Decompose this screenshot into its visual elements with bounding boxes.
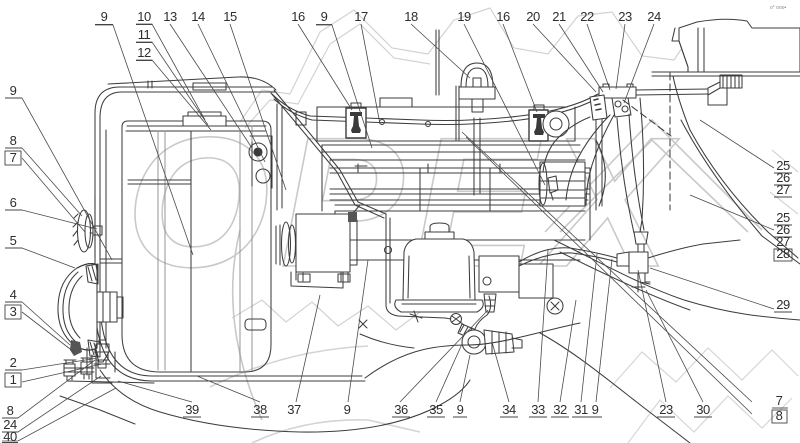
- svg-text:24: 24: [3, 417, 17, 432]
- svg-text:38: 38: [253, 402, 267, 417]
- svg-text:24: 24: [647, 9, 661, 24]
- svg-text:3: 3: [10, 304, 17, 319]
- svg-text:31: 31: [574, 402, 588, 417]
- svg-text:16: 16: [496, 9, 510, 24]
- svg-text:13: 13: [163, 9, 177, 24]
- svg-text:36: 36: [394, 402, 408, 417]
- svg-text:9: 9: [101, 9, 108, 24]
- svg-text:1: 1: [10, 372, 17, 387]
- svg-text:19: 19: [457, 9, 471, 24]
- svg-text:6: 6: [10, 195, 17, 210]
- svg-text:34: 34: [502, 402, 516, 417]
- svg-text:16: 16: [291, 9, 305, 24]
- svg-text:22: 22: [580, 9, 594, 24]
- svg-text:10: 10: [137, 9, 151, 24]
- svg-text:20: 20: [526, 9, 540, 24]
- svg-text:9: 9: [10, 83, 17, 98]
- svg-text:4: 4: [10, 287, 17, 302]
- svg-text:18: 18: [404, 9, 418, 24]
- svg-text:23: 23: [659, 402, 673, 417]
- svg-text:28: 28: [776, 246, 790, 261]
- svg-text:9: 9: [592, 402, 599, 417]
- svg-text:25: 25: [776, 210, 790, 225]
- svg-text:7: 7: [776, 393, 783, 408]
- svg-text:40: 40: [3, 429, 17, 443]
- svg-text:21: 21: [552, 9, 566, 24]
- svg-text:8: 8: [10, 133, 17, 148]
- svg-text:7: 7: [10, 150, 17, 165]
- svg-text:39: 39: [185, 402, 199, 417]
- svg-text:9: 9: [321, 9, 328, 24]
- svg-text:33: 33: [531, 402, 545, 417]
- svg-text:2: 2: [10, 355, 17, 370]
- svg-text:35: 35: [429, 402, 443, 417]
- svg-text:9: 9: [457, 402, 464, 417]
- svg-text:15: 15: [223, 9, 237, 24]
- svg-text:26: 26: [776, 222, 790, 237]
- svg-text:17: 17: [354, 9, 368, 24]
- svg-text:11: 11: [138, 27, 151, 42]
- svg-text:о° ооо•: о° ооо•: [770, 5, 787, 11]
- svg-text:14: 14: [191, 9, 205, 24]
- svg-text:32: 32: [553, 402, 567, 417]
- svg-text:8: 8: [7, 403, 14, 418]
- svg-text:26: 26: [776, 170, 790, 185]
- svg-text:25: 25: [776, 158, 790, 173]
- svg-text:8: 8: [776, 408, 783, 423]
- svg-text:23: 23: [618, 9, 632, 24]
- svg-text:30: 30: [696, 402, 710, 417]
- svg-text:27: 27: [776, 234, 790, 249]
- svg-text:37: 37: [287, 402, 301, 417]
- svg-text:12: 12: [137, 45, 151, 60]
- svg-text:9: 9: [344, 402, 351, 417]
- svg-text:27: 27: [776, 182, 790, 197]
- svg-text:5: 5: [10, 233, 17, 248]
- svg-text:29: 29: [776, 297, 790, 312]
